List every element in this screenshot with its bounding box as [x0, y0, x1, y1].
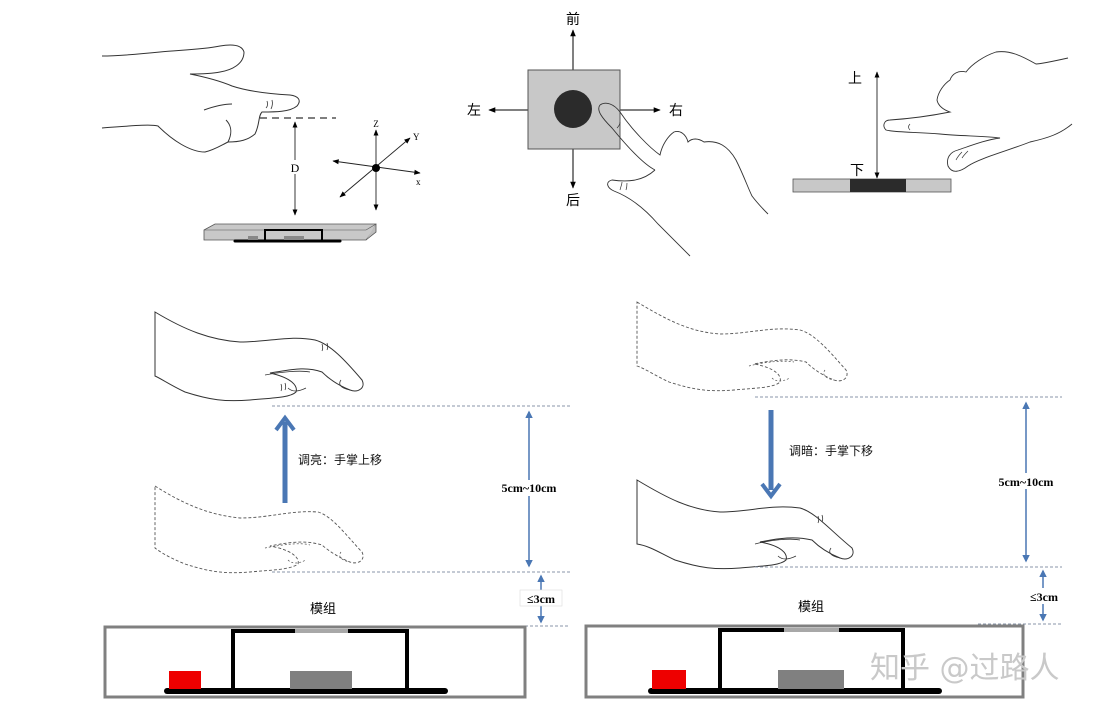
sensor-chip [290, 671, 352, 689]
axis-z-label: Z [373, 119, 379, 129]
panel-hover-distance: D Z Y x [101, 44, 421, 243]
module-cross-section [103, 625, 527, 699]
direction-front-label: 前 [566, 11, 580, 28]
distance-label: D [291, 161, 300, 175]
direction-back-label: 后 [566, 193, 580, 209]
module-label: 模组 [310, 602, 336, 617]
pointing-hand-icon [101, 44, 300, 153]
min-distance-label: ≤3cm [527, 592, 555, 606]
sensor-chip [778, 670, 844, 689]
axis-y-label: Y [413, 132, 420, 142]
module-cross-section [584, 624, 1025, 699]
direction-down-label: 下 [850, 163, 864, 179]
min-distance-label: ≤3cm [1030, 590, 1058, 604]
touch-button [554, 90, 592, 128]
swiping-hand-icon [598, 102, 769, 257]
palm-hand-lower-icon [636, 479, 854, 570]
palm-hand-upper-icon [154, 311, 364, 402]
module-label: 模组 [798, 600, 824, 615]
led-component [169, 671, 201, 689]
palm-hand-lower-dashed-icon [154, 485, 364, 574]
direction-left-label: 左 [467, 103, 481, 119]
brighten-caption: 调亮：手掌上移 [298, 452, 382, 467]
axis-x-label: x [416, 177, 421, 187]
panel-vertical-motion: 上 下 [792, 51, 1073, 193]
palm-hand-upper-dashed-icon [636, 301, 848, 392]
led-component [652, 670, 686, 689]
panel-dim: 调暗：手掌下移 5cm~10cm ≤3cm 模组 [584, 301, 1066, 699]
sensor-active-area [850, 179, 906, 192]
range-label: 5cm~10cm [502, 481, 557, 495]
panel-brighten: 调亮：手掌上移 5cm~10cm ≤3cm 模组 [103, 311, 570, 699]
sensor-board-3d [203, 223, 377, 243]
panel-swipe-directions: 前 后 左 右 [467, 11, 769, 257]
dim-caption: 调暗：手掌下移 [789, 443, 873, 458]
xyz-axes-icon: Z Y x [332, 119, 421, 211]
direction-up-label: 上 [848, 71, 862, 87]
pointing-hand-right-icon [883, 51, 1073, 172]
watermark: 知乎 @过路人 [870, 651, 1060, 686]
direction-right-label: 右 [669, 103, 683, 119]
range-label: 5cm~10cm [999, 475, 1054, 489]
